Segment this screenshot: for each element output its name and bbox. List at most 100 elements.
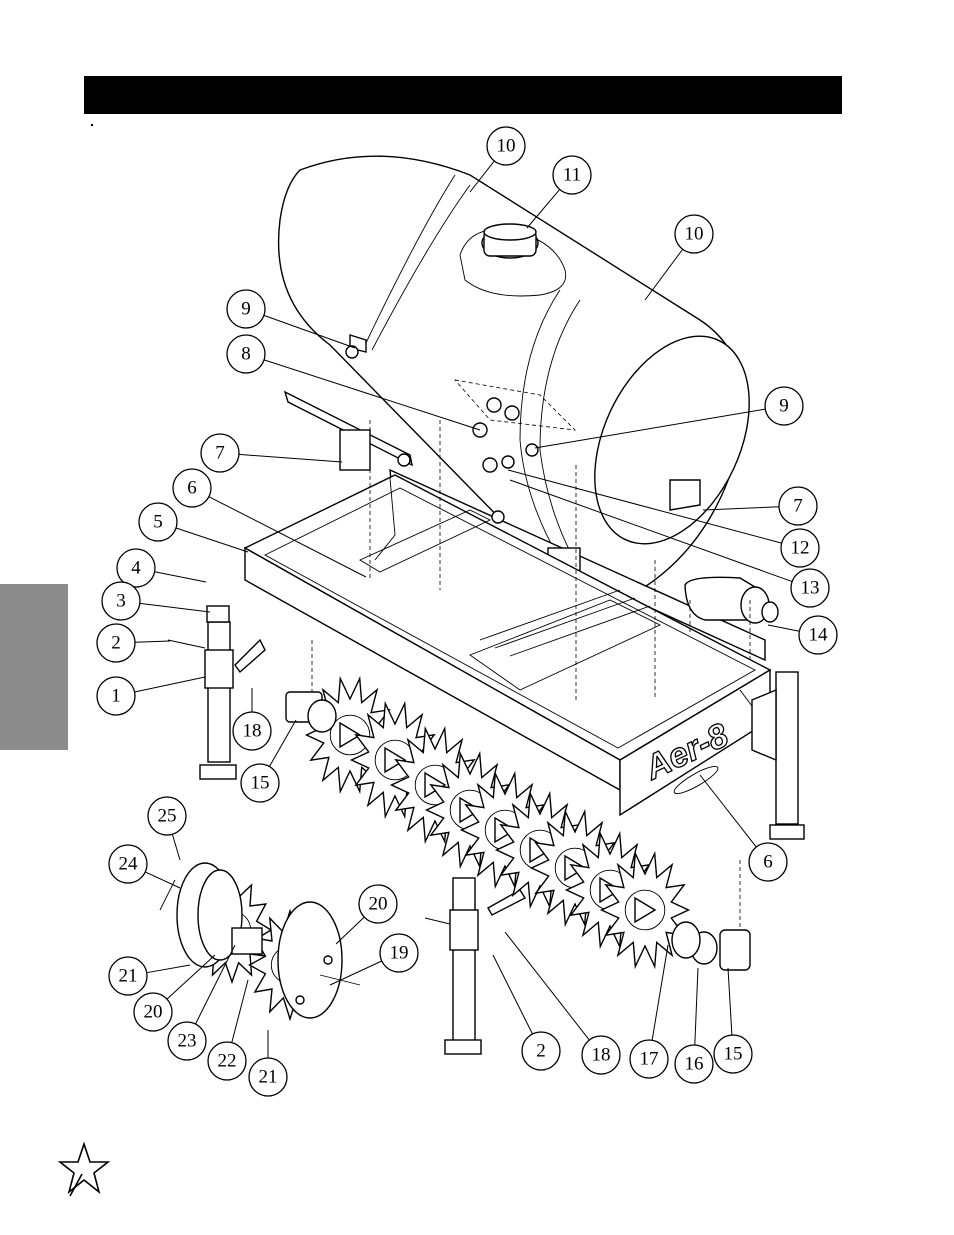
callout-18: 18 bbox=[232, 711, 272, 751]
leader-line-7 bbox=[702, 506, 780, 511]
callout-20: 20 bbox=[133, 992, 173, 1032]
leader-line-20 bbox=[335, 916, 365, 945]
callout-16: 16 bbox=[674, 1044, 714, 1084]
callout-label: 9 bbox=[779, 396, 789, 417]
callout-9: 9 bbox=[764, 386, 804, 426]
callout-circle bbox=[629, 1039, 669, 1079]
leader-line-16 bbox=[694, 967, 699, 1046]
callout-circle bbox=[226, 334, 266, 374]
leader-line-17 bbox=[651, 944, 669, 1041]
callout-circle bbox=[790, 568, 830, 608]
callout-1: 1 bbox=[96, 676, 136, 716]
callout-22: 22 bbox=[207, 1041, 247, 1081]
leader-line-19 bbox=[329, 960, 382, 986]
tank bbox=[277, 155, 750, 591]
callout-5: 5 bbox=[138, 502, 178, 542]
leader-line-6 bbox=[699, 774, 757, 848]
callout-12: 12 bbox=[780, 528, 820, 568]
leader-line-10 bbox=[644, 248, 684, 301]
callout-label: 1 bbox=[111, 686, 121, 707]
leader-line-8 bbox=[263, 359, 481, 431]
callout-label: 4 bbox=[131, 558, 141, 579]
frame bbox=[243, 474, 772, 817]
callout-label: 10 bbox=[685, 224, 704, 245]
callout-2: 2 bbox=[521, 1031, 561, 1071]
page-dot bbox=[91, 124, 93, 126]
callout-circle bbox=[96, 676, 136, 716]
callout-10: 10 bbox=[486, 126, 526, 166]
tine-wheel-9 bbox=[599, 850, 691, 970]
callout-8: 8 bbox=[226, 334, 266, 374]
leader-line-10 bbox=[469, 160, 495, 193]
callout-9: 9 bbox=[226, 289, 266, 329]
leader-line-1 bbox=[134, 676, 206, 693]
leader-lines bbox=[134, 160, 800, 1058]
callout-circle bbox=[96, 623, 136, 663]
callout-circle bbox=[780, 528, 820, 568]
leader-line-20 bbox=[166, 954, 216, 1000]
callout-circle bbox=[486, 126, 526, 166]
callout-label: 12 bbox=[791, 538, 810, 559]
callout-label: 3 bbox=[116, 591, 126, 612]
callout-6: 6 bbox=[172, 468, 212, 508]
leader-line-18 bbox=[504, 931, 590, 1041]
callout-label: 7 bbox=[215, 443, 225, 464]
callout-label: 5 bbox=[153, 512, 163, 533]
callout-circle bbox=[764, 386, 804, 426]
callout-label: 22 bbox=[218, 1051, 237, 1072]
callout-13: 13 bbox=[790, 568, 830, 608]
callout-label: 15 bbox=[724, 1044, 743, 1065]
callout-11: 11 bbox=[552, 155, 592, 195]
callout-label: 25 bbox=[158, 806, 177, 827]
callout-circle bbox=[674, 214, 714, 254]
leader-line-5 bbox=[175, 527, 249, 553]
callout-6: 6 bbox=[748, 842, 788, 882]
leader-line-2 bbox=[492, 954, 533, 1035]
leader-line-12 bbox=[507, 469, 782, 544]
callout-label: 16 bbox=[685, 1054, 704, 1075]
callout-circle bbox=[172, 468, 212, 508]
leader-line-13 bbox=[509, 479, 793, 583]
callout-label: 10 bbox=[497, 136, 516, 157]
callout-label: 6 bbox=[763, 852, 773, 873]
callout-circle bbox=[778, 486, 818, 526]
callout-label: 20 bbox=[369, 894, 388, 915]
callout-circle bbox=[674, 1044, 714, 1084]
callout-25: 25 bbox=[147, 796, 187, 836]
callout-layer: 1011109897675121343142118156252420192120… bbox=[96, 126, 838, 1097]
callout-20: 20 bbox=[358, 884, 398, 924]
exploded-wheel bbox=[159, 862, 361, 1019]
callout-label: 8 bbox=[241, 344, 251, 365]
callout-circle bbox=[748, 842, 788, 882]
callout-circle bbox=[248, 1057, 288, 1097]
leader-line-14 bbox=[767, 624, 800, 632]
leader-line-3 bbox=[139, 602, 211, 613]
callout-circle bbox=[552, 155, 592, 195]
callout-17: 17 bbox=[629, 1039, 669, 1079]
leader-line-15 bbox=[268, 719, 297, 767]
callout-circle bbox=[167, 1021, 207, 1061]
callout-circle bbox=[116, 548, 156, 588]
callout-label: 11 bbox=[563, 165, 581, 186]
callout-circle bbox=[147, 796, 187, 836]
callout-15: 15 bbox=[713, 1034, 753, 1074]
callout-circle bbox=[581, 1035, 621, 1075]
callout-circle bbox=[108, 844, 148, 884]
callout-label: 2 bbox=[536, 1041, 546, 1062]
leader-line-4 bbox=[154, 571, 207, 583]
callout-21: 21 bbox=[108, 956, 148, 996]
pump bbox=[684, 576, 779, 624]
callout-24: 24 bbox=[108, 844, 148, 884]
callout-label: 14 bbox=[809, 625, 829, 646]
callout-23: 23 bbox=[167, 1021, 207, 1061]
leader-line-22 bbox=[231, 979, 249, 1043]
callout-label: 20 bbox=[144, 1002, 163, 1023]
leader-line-9 bbox=[263, 314, 356, 349]
callout-circle bbox=[108, 956, 148, 996]
leader-line-15 bbox=[727, 967, 733, 1036]
callout-circle bbox=[379, 933, 419, 973]
callout-18: 18 bbox=[581, 1035, 621, 1075]
leader-line-9 bbox=[534, 408, 766, 449]
callout-3: 3 bbox=[101, 581, 141, 621]
